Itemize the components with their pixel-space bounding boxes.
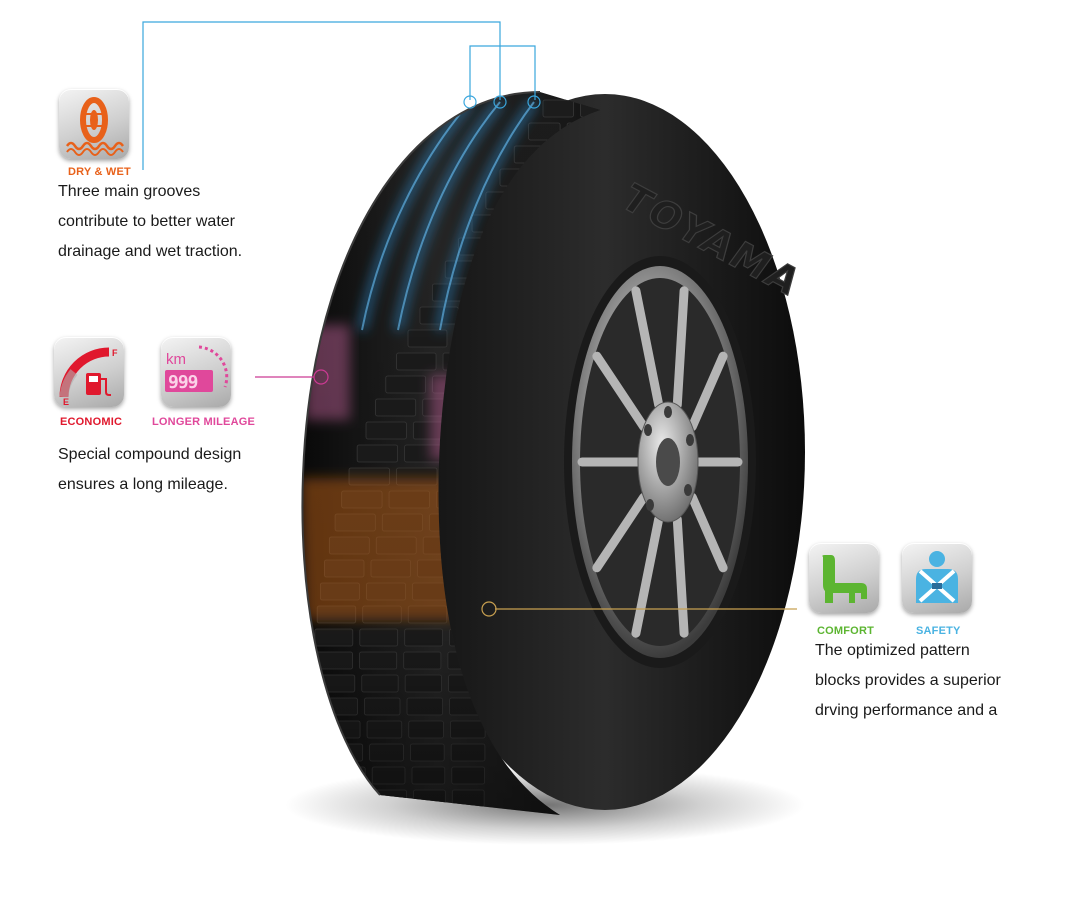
dry-wet-icon (59, 89, 129, 159)
fuel-gauge-icon: F E (54, 337, 124, 407)
dry-wet-description: Three main grooves contribute to better … (58, 183, 243, 260)
odometer-icon: km 999 (161, 337, 231, 407)
svg-text:F: F (112, 348, 118, 358)
compound-description: Special compound design ensures a long m… (58, 446, 242, 493)
seat-icon (809, 543, 879, 613)
svg-text:E: E (63, 397, 69, 407)
safety-caption: SAFETY (916, 625, 961, 637)
svg-text:999: 999 (168, 372, 198, 393)
groove-callout-line (142, 21, 501, 170)
svg-text:km: km (166, 351, 186, 368)
comfort-caption: COMFORT (817, 625, 875, 637)
dry-wet-caption: DRY & WET (68, 166, 131, 178)
pattern-description: The optimized pattern blocks provides a … (815, 642, 1001, 719)
economic-caption: ECONOMIC (60, 416, 123, 428)
seatbelt-icon (902, 543, 972, 613)
longer-mileage-caption: LONGER MILEAGE (152, 416, 256, 428)
